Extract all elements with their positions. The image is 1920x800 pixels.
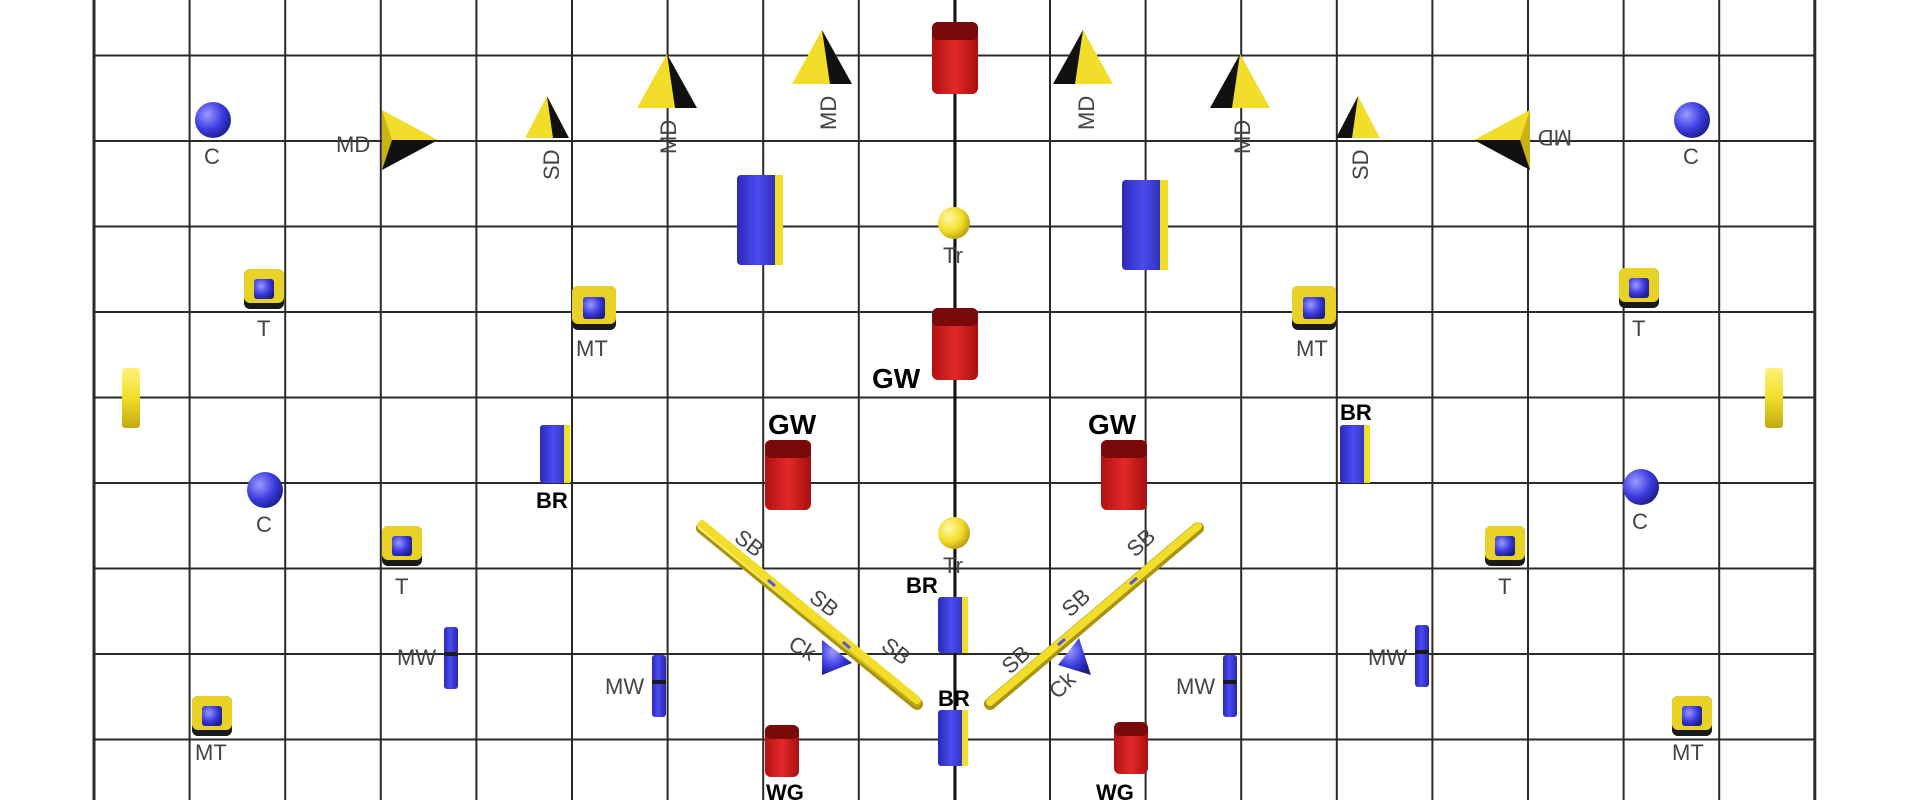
mw-label: MW: [605, 674, 644, 699]
tr-label: Tr: [943, 243, 963, 268]
c-label: C: [256, 512, 272, 537]
md-obstacle: [1474, 110, 1530, 170]
t-box: [1619, 268, 1659, 308]
md-obstacle: [637, 54, 697, 108]
sb-bar-right: [984, 522, 1204, 710]
sb-label: SB: [877, 632, 916, 670]
blue-panel: [737, 175, 783, 265]
c-ball: [1623, 469, 1659, 505]
md-label: MD: [1538, 125, 1572, 150]
gw-block: [932, 308, 978, 380]
t-box: [382, 526, 422, 566]
ck-label: Ck: [785, 631, 822, 667]
mw-label: MW: [1176, 674, 1215, 699]
mw-marker: [444, 627, 458, 689]
wg-block: [765, 725, 799, 777]
sb-bar-left: [696, 520, 923, 710]
md-label: MD: [1230, 120, 1255, 154]
br-label: BR: [906, 573, 938, 598]
md-label: MD: [1074, 96, 1099, 130]
tr-ball: [938, 517, 970, 549]
ck-cone: [1058, 638, 1091, 675]
c-ball: [1674, 102, 1710, 138]
mt-box: [572, 286, 616, 330]
mt-label: MT: [1672, 740, 1704, 765]
t-label: T: [1632, 316, 1645, 341]
br-label: BR: [536, 488, 568, 513]
mw-label: MW: [397, 645, 436, 670]
tr-label: Tr: [943, 553, 963, 578]
sd-obstacle: [525, 96, 569, 138]
br-label: BR: [1340, 400, 1372, 425]
md-label: MD: [336, 132, 370, 157]
mt-label: MT: [576, 336, 608, 361]
t-box: [1485, 526, 1525, 566]
br-block: [540, 425, 570, 483]
c-ball: [195, 102, 231, 138]
mt-box: [1292, 286, 1336, 330]
br-block: [938, 710, 968, 766]
c-label: C: [1632, 509, 1648, 534]
md-obstacle: [792, 30, 852, 84]
gw-block: [932, 22, 978, 94]
c-ball: [247, 472, 283, 508]
mw-marker: [652, 655, 666, 717]
br-label: BR: [938, 686, 970, 711]
md-label: MD: [816, 96, 841, 130]
mw-label: MW: [1368, 645, 1407, 670]
blue-panel: [1122, 180, 1168, 270]
t-label: T: [257, 316, 270, 341]
sd-label: SD: [1348, 149, 1373, 180]
br-block: [1340, 425, 1370, 483]
mw-marker: [1415, 625, 1429, 687]
side-marker: [122, 368, 140, 428]
mt-label: MT: [1296, 336, 1328, 361]
md-obstacle: [1210, 54, 1270, 108]
mt-label: MT: [195, 740, 227, 765]
mw-marker: [1223, 655, 1237, 717]
sd-obstacle: [1336, 96, 1380, 138]
t-box: [244, 269, 284, 309]
wg-label: WG: [1096, 780, 1134, 800]
md-obstacle: [382, 110, 438, 170]
tr-ball: [938, 207, 970, 239]
t-label: T: [1498, 574, 1511, 599]
mt-box: [1672, 696, 1712, 736]
c-label: C: [204, 144, 220, 169]
sd-label: SD: [539, 149, 564, 180]
c-label: C: [1683, 144, 1699, 169]
gw-block: [765, 440, 811, 510]
mt-box: [192, 696, 232, 736]
gw-block: [1101, 440, 1147, 510]
wg-label: WG: [766, 780, 804, 800]
br-block: [938, 597, 968, 653]
gw-label: GW: [872, 363, 921, 394]
md-label: MD: [656, 120, 681, 154]
wg-block: [1114, 722, 1148, 774]
sb-label: SB: [1122, 523, 1161, 561]
side-marker: [1765, 368, 1783, 428]
gw-label: GW: [768, 409, 817, 440]
ck-cone: [822, 640, 852, 675]
t-label: T: [395, 574, 408, 599]
md-obstacle: [1053, 30, 1113, 84]
gw-label: GW: [1088, 409, 1137, 440]
